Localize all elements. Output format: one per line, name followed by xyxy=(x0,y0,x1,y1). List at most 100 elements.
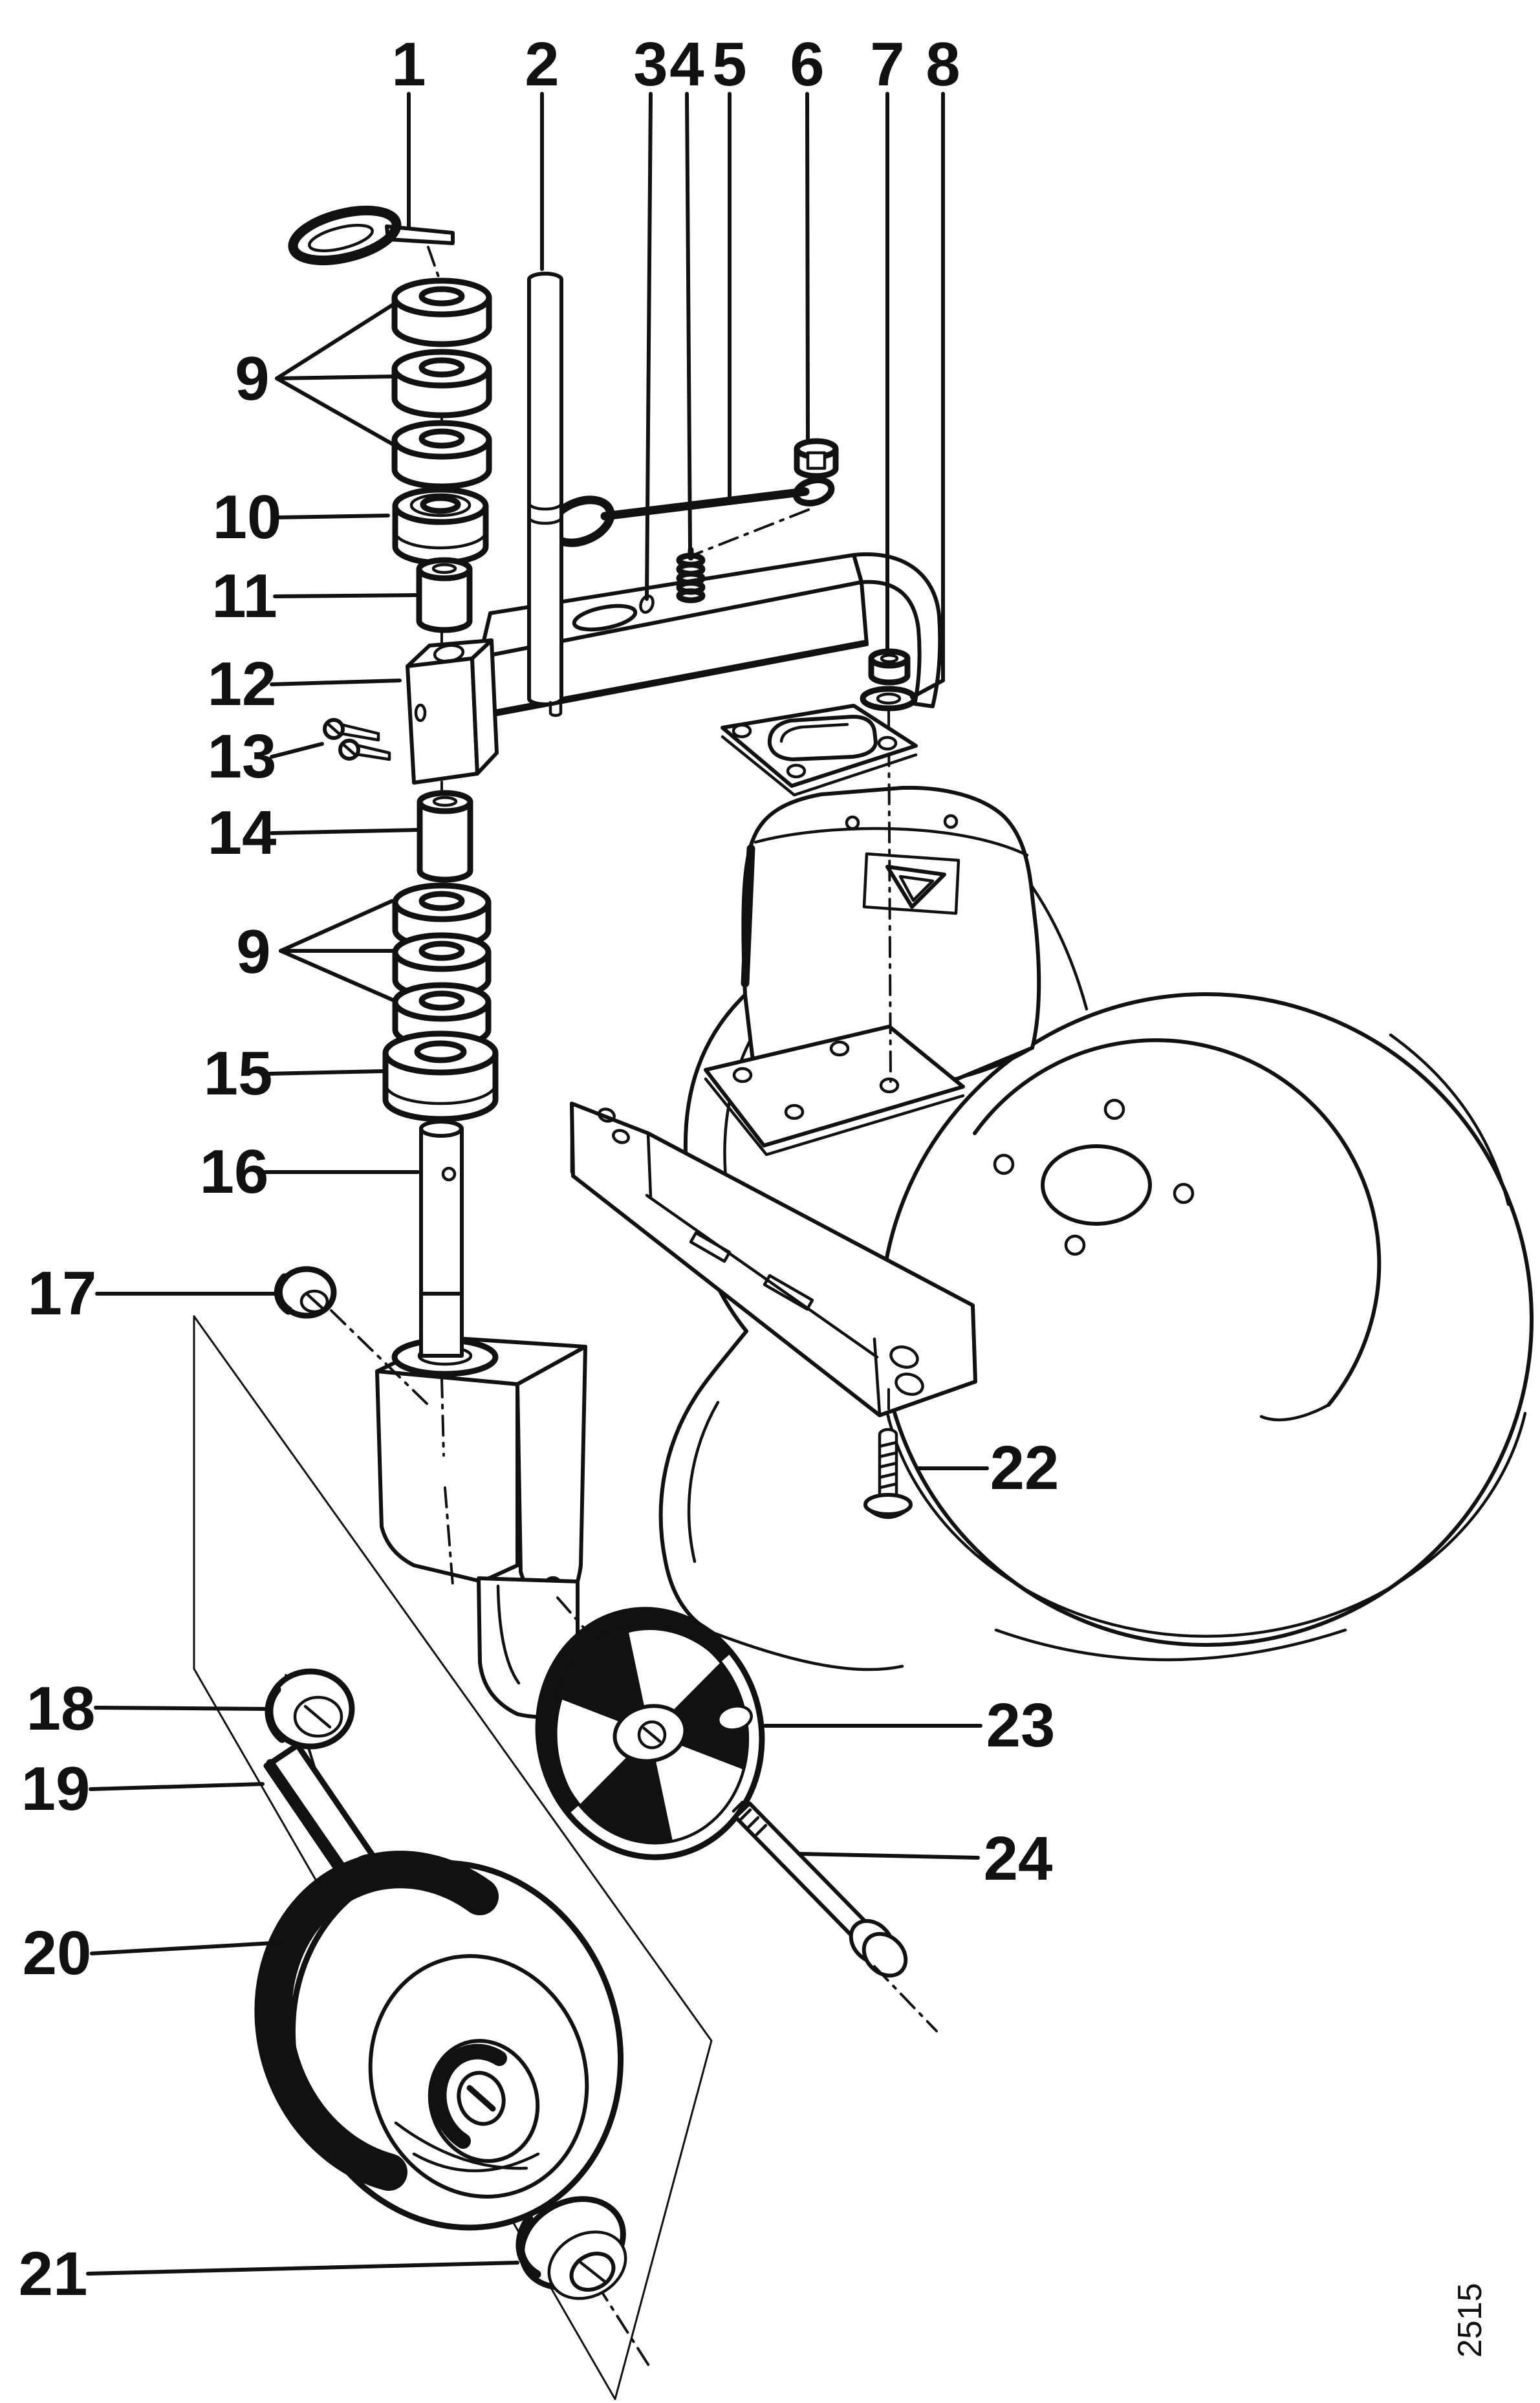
screw22-head-dome xyxy=(863,1505,913,1519)
leader-9b xyxy=(279,899,394,953)
spring-coil xyxy=(676,588,706,603)
callout-10: 10 xyxy=(213,483,282,552)
channel-hole xyxy=(598,1107,616,1123)
deck-bolt-hole xyxy=(1173,1182,1195,1204)
part-clevis-pin xyxy=(527,272,563,717)
wheel23-ring-shade xyxy=(537,1609,732,1814)
flange-hole xyxy=(877,735,898,751)
callout-4: 4 xyxy=(669,30,704,99)
part-screw-22 xyxy=(863,1428,913,1519)
deck-channel-frame xyxy=(570,1102,977,1417)
part-disc-wheel-23 xyxy=(535,1607,765,1860)
deck-bolt-hole xyxy=(993,1153,1015,1175)
leader-21 xyxy=(86,2261,519,2276)
callout-23: 23 xyxy=(986,1691,1056,1760)
washer15-hole xyxy=(414,1040,467,1063)
callout-3: 3 xyxy=(633,30,667,99)
part-spring xyxy=(676,547,706,603)
callout-22: 22 xyxy=(990,1433,1059,1503)
wheel23-screw-slot xyxy=(642,1726,662,1743)
leader-12 xyxy=(270,679,402,686)
callout-9b: 9 xyxy=(236,917,270,986)
washer-top xyxy=(392,932,492,972)
pin2-tip xyxy=(548,701,563,717)
wheel20-slot xyxy=(466,2085,496,2112)
callout-12: 12 xyxy=(208,649,277,719)
callout-17: 17 xyxy=(28,1259,97,1328)
leader-6 xyxy=(805,92,810,440)
washer-top xyxy=(392,882,492,922)
pin2-step xyxy=(527,501,563,511)
centerline-deck-axis xyxy=(887,707,892,1083)
screw22-thread xyxy=(878,1441,898,1448)
ghost-swivel-plane xyxy=(193,1315,713,2400)
deck-bolt-hole xyxy=(1103,1098,1125,1120)
deck-center-hole xyxy=(1041,1144,1152,1226)
flange-boss-inner xyxy=(779,723,849,743)
part-locknut-17 xyxy=(274,1266,337,1319)
arm-slot xyxy=(572,603,638,632)
washer-hole xyxy=(418,428,465,449)
wheel20-ink-crescent xyxy=(254,1851,499,2191)
spacer11-top xyxy=(416,557,473,582)
leader-24 xyxy=(797,1852,980,1860)
part-hex-nut-7 xyxy=(868,648,911,686)
bolt24-thread xyxy=(739,1808,752,1821)
fork-right-wing xyxy=(515,1345,587,1616)
nut7-hole xyxy=(880,653,899,664)
bushing21-slot xyxy=(579,2261,607,2284)
part-axle-bolt-24 xyxy=(732,1800,908,1978)
part-bushing-21 xyxy=(515,2196,627,2300)
washer8-hole xyxy=(876,692,902,705)
callout-11: 11 xyxy=(211,561,277,631)
wheel23-side-hole xyxy=(717,1704,753,1732)
washer-hole xyxy=(418,357,465,378)
deck-bolt-hole xyxy=(1064,1234,1086,1256)
channel-left-inner xyxy=(646,1131,653,1199)
arm-pin-hole xyxy=(639,594,655,614)
channel-cap-hole xyxy=(895,1373,924,1396)
mounting-plate-thickness xyxy=(704,1077,965,1157)
plate-hole xyxy=(784,1104,805,1120)
swing-arm-assembly xyxy=(406,552,942,797)
callout-13: 13 xyxy=(208,722,277,791)
deck-crescent-tip xyxy=(1259,1403,1330,1422)
deck-dome xyxy=(879,992,1534,1647)
part-bearing xyxy=(392,486,489,566)
part-screws-13 xyxy=(323,718,391,761)
channel-cap-edge xyxy=(873,1337,882,1416)
part-wheel-20 xyxy=(254,1851,624,2231)
spacer14-top xyxy=(417,790,473,814)
flange-thickness xyxy=(721,735,918,797)
washer xyxy=(391,349,492,419)
ring-pin-ring-inner xyxy=(308,224,374,252)
part-washer-stack-lower xyxy=(392,882,492,1050)
shaft16-hole xyxy=(441,1166,457,1182)
mounting-plate-face xyxy=(704,1025,965,1147)
callout-16: 16 xyxy=(200,1137,269,1206)
leader-lines xyxy=(86,92,989,2276)
cap18-ink-crescent xyxy=(265,1685,287,1743)
locknut-slot xyxy=(305,1292,324,1310)
spacer14-body xyxy=(417,799,473,883)
wheel20-spoke-arc xyxy=(412,2152,540,2173)
block-side-hole xyxy=(414,703,427,723)
cowl-hole xyxy=(845,815,860,831)
screw-slot xyxy=(327,723,341,735)
screw22-thread xyxy=(878,1451,898,1459)
deck-bottom-edge xyxy=(711,1631,904,1671)
plate-hole xyxy=(829,1040,850,1057)
callout-5: 5 xyxy=(712,30,746,99)
bearing-race xyxy=(409,493,472,517)
leader-9a xyxy=(275,375,396,380)
part-cap-18 xyxy=(265,1668,355,1750)
bolt24-thread xyxy=(755,1823,768,1836)
pin2-step xyxy=(527,516,563,525)
part-thick-washer-15 xyxy=(382,1030,499,1122)
nut7-top xyxy=(868,648,911,669)
spacer14-hole xyxy=(432,796,458,807)
part-washer-8 xyxy=(860,686,918,712)
screw-shank xyxy=(339,723,380,742)
wheel20-hub-crescent xyxy=(431,2043,507,2149)
